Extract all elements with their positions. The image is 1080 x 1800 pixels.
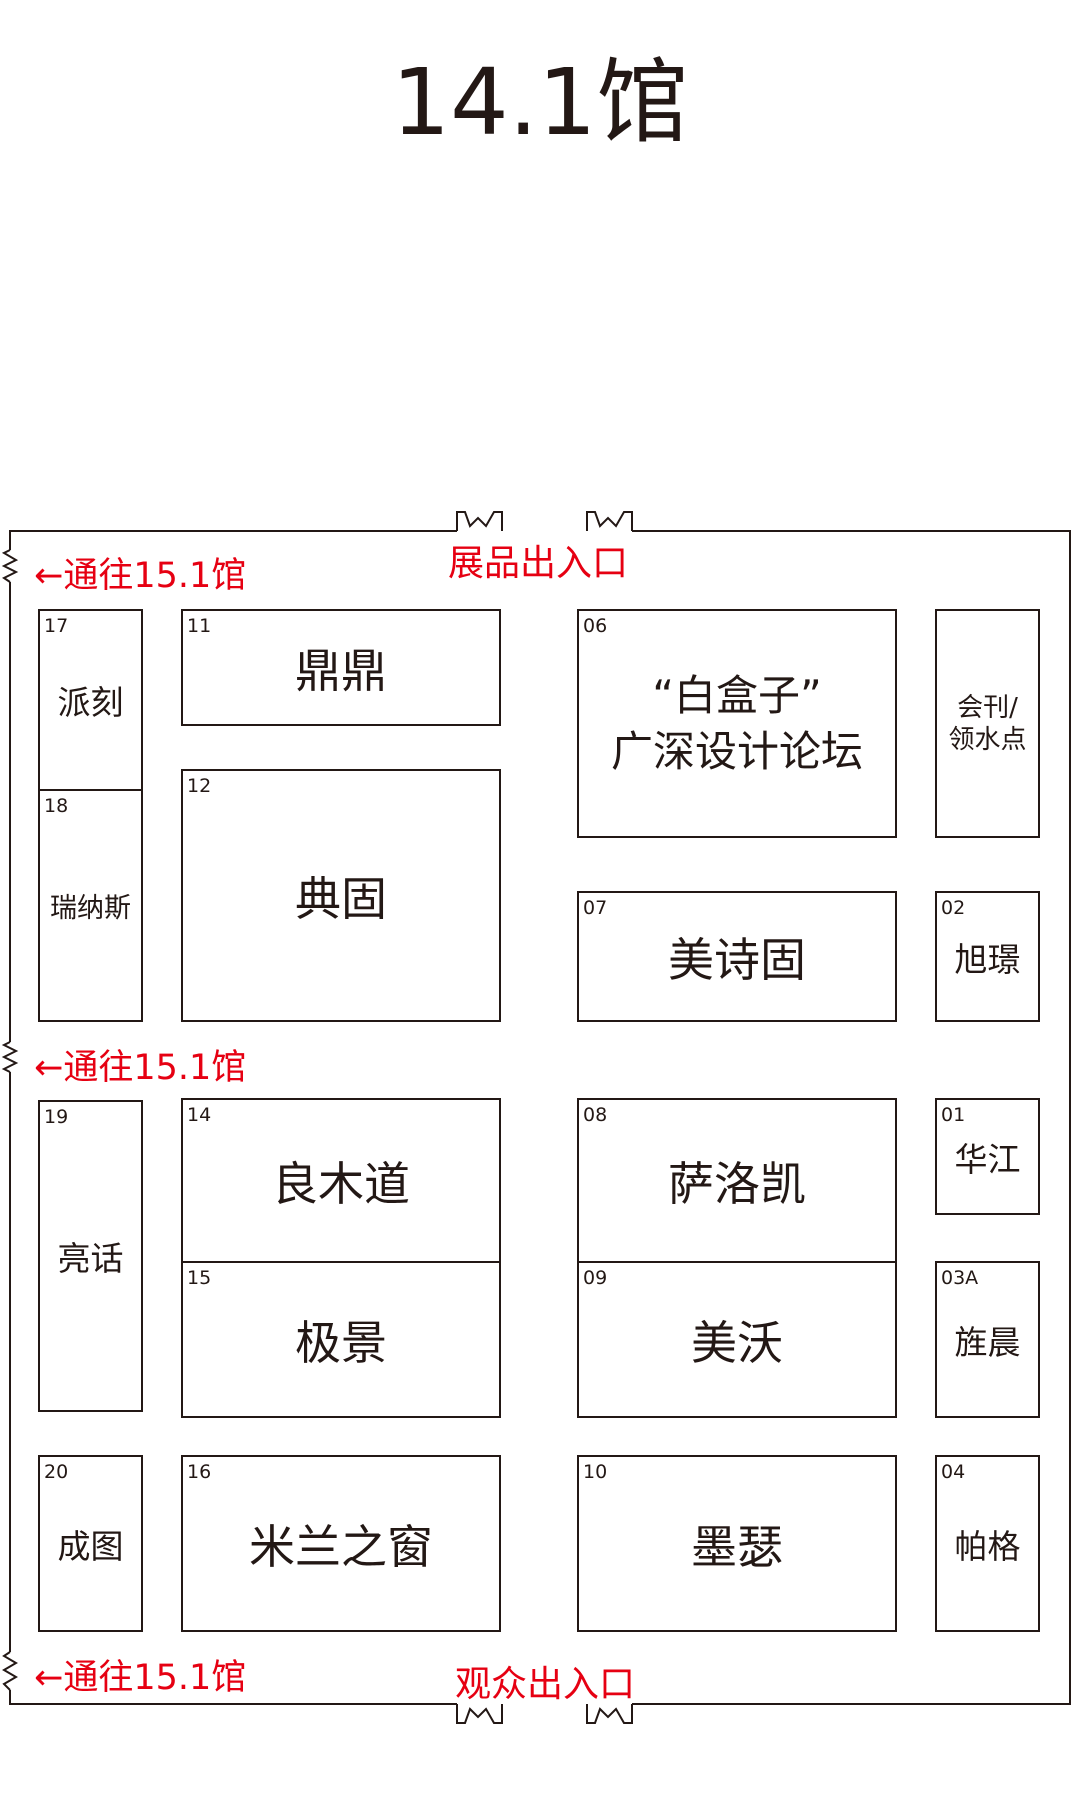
booth-number: 20 — [44, 1461, 69, 1483]
booth-name: 旌晨 — [954, 1322, 1021, 1362]
passage-to-15-1-label-1: ←通往15.1馆 — [34, 556, 247, 596]
booth-17[interactable]: 17 派刻 — [38, 609, 143, 791]
booth-number: 01 — [941, 1104, 966, 1126]
booth-name: 典固 — [295, 871, 387, 926]
booth-number: 03A — [941, 1267, 979, 1289]
booth-06[interactable]: 06 “白盒子” 广深设计论坛 — [577, 609, 897, 838]
booth-number: 07 — [583, 897, 608, 919]
wall-bottom-left — [9, 1690, 457, 1705]
booth-name: “白盒子” 广深设计论坛 — [579, 611, 895, 836]
booth-name: 米兰之窗 — [249, 1519, 433, 1574]
side-door-2-icon — [1, 1041, 19, 1073]
booth-name-line-1: “白盒子” — [652, 670, 822, 720]
booth-11[interactable]: 11 鼎鼎 — [181, 609, 501, 726]
booth-19[interactable]: 19 亮话 — [38, 1100, 143, 1412]
booth-number: 16 — [187, 1461, 212, 1483]
booth-name: 旭璟 — [954, 939, 1021, 979]
booth-name: 派刻 — [57, 683, 124, 722]
booth-08[interactable]: 08 萨洛凯 — [577, 1098, 897, 1263]
booth-04[interactable]: 04 帕格 — [935, 1455, 1040, 1632]
booth-number: 14 — [187, 1104, 212, 1126]
booth-01[interactable]: 01 华江 — [935, 1098, 1040, 1215]
booth-number: 11 — [187, 615, 212, 637]
side-door-1-icon — [1, 549, 19, 583]
booth-number: 08 — [583, 1104, 608, 1126]
bottom-door-left-icon — [456, 1704, 503, 1724]
booth-number: 02 — [941, 897, 966, 919]
booth-number: 15 — [187, 1267, 212, 1289]
bottom-door-right-icon — [586, 1704, 633, 1724]
passage-to-15-1-label-2: ←通往15.1馆 — [34, 1048, 247, 1088]
booth-number: 10 — [583, 1461, 608, 1483]
top-door-left-icon — [456, 511, 503, 531]
wall-top-right — [632, 530, 1071, 1705]
exhibit-entrance-label: 展品出入口 — [448, 543, 629, 584]
booth-name: 鼎鼎 — [295, 643, 387, 698]
booth-18[interactable]: 18 瑞纳斯 — [38, 789, 143, 1022]
booth-20[interactable]: 20 成图 — [38, 1455, 143, 1632]
booth-name-line-2: 广深设计论坛 — [610, 726, 863, 776]
booth-12[interactable]: 12 典固 — [181, 769, 501, 1022]
hall-title: 14.1馆 — [391, 49, 689, 156]
booth-name: 良木道 — [272, 1156, 410, 1211]
booth-number: 18 — [44, 795, 69, 817]
booth-name: 华江 — [954, 1139, 1021, 1179]
booth-number: 17 — [44, 615, 69, 637]
passage-to-15-1-label-3: ←通往15.1馆 — [34, 1658, 247, 1698]
booth-name: 美沃 — [691, 1315, 783, 1370]
booth-name: 会刊/ 领水点 — [937, 611, 1038, 836]
booth-02[interactable]: 02 旭璟 — [935, 891, 1040, 1022]
booth-10[interactable]: 10 墨瑟 — [577, 1455, 897, 1632]
booth-number: 06 — [583, 615, 608, 637]
booth-name-line-1: 会刊/ — [957, 692, 1018, 723]
booth-name: 美诗固 — [668, 932, 806, 987]
booth-name: 墨瑟 — [691, 1519, 783, 1574]
booth-name: 帕格 — [954, 1526, 1021, 1566]
booth-15[interactable]: 15 极景 — [181, 1261, 501, 1418]
booth-03a[interactable]: 03A 旌晨 — [935, 1261, 1040, 1418]
booth-name-line-2: 领水点 — [948, 724, 1027, 755]
booth-name: 成图 — [57, 1526, 124, 1566]
side-door-3-icon — [2, 1651, 18, 1691]
visitor-entrance-label: 观众出入口 — [455, 1664, 636, 1705]
top-door-right-icon — [586, 511, 633, 531]
booth-16[interactable]: 16 米兰之窗 — [181, 1455, 501, 1632]
booth-07[interactable]: 07 美诗固 — [577, 891, 897, 1022]
booth-09[interactable]: 09 美沃 — [577, 1261, 897, 1418]
booth-number: 12 — [187, 775, 212, 797]
booth-magazine-water-point[interactable]: 会刊/ 领水点 — [935, 609, 1040, 838]
booth-number: 19 — [44, 1106, 69, 1128]
wall-top-left — [9, 530, 457, 550]
booth-name: 亮话 — [57, 1239, 124, 1278]
booth-number: 09 — [583, 1267, 608, 1289]
booth-name: 极景 — [295, 1315, 387, 1370]
booth-14[interactable]: 14 良木道 — [181, 1098, 501, 1263]
booth-name: 瑞纳斯 — [50, 893, 131, 924]
booth-number: 04 — [941, 1461, 966, 1483]
booth-name: 萨洛凯 — [668, 1156, 806, 1211]
